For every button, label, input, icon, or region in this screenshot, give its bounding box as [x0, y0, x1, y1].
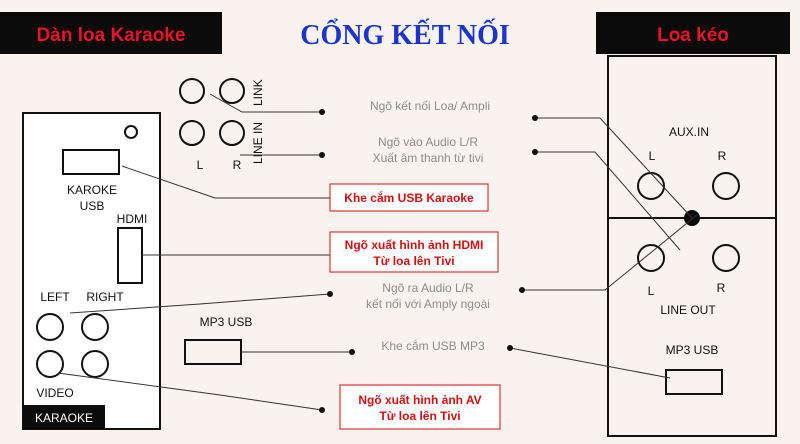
- callout-hdmi-line1: Ngõ xuất hình ảnh HDMI: [345, 238, 484, 252]
- line-link: [209, 93, 322, 113]
- callout-av-line1: Ngõ xuất hình ảnh AV: [358, 393, 481, 407]
- indicator-led: [124, 125, 138, 139]
- line-out-left-jack[interactable]: [637, 244, 665, 272]
- connector-dots: [319, 109, 538, 413]
- line-out-r-label: R: [717, 281, 726, 295]
- line-usb-karaoke: [121, 165, 330, 199]
- mp3-usb-left-port[interactable]: [184, 339, 242, 365]
- line-in-label: LINE IN: [251, 122, 265, 164]
- dot-mp3-left: [349, 349, 355, 355]
- speaker-panel: [607, 55, 777, 437]
- callout-usb-karaoke: Khe cắm USB Karaoke: [344, 190, 474, 205]
- left-title-bar: [0, 12, 222, 54]
- mp3-usb-right-label: MP3 USB: [666, 343, 719, 357]
- center-title: CỔNG KẾT NỐI: [300, 19, 510, 51]
- line-out-right-jack[interactable]: [712, 244, 740, 272]
- aux-in-right-jack[interactable]: [712, 172, 740, 200]
- line-in-r-label: R: [233, 158, 242, 172]
- audio-right-jack[interactable]: [81, 313, 109, 341]
- line-in-jack-right[interactable]: [219, 120, 245, 146]
- right-title-bar: [596, 12, 790, 54]
- callout-audio-out-line2: kết nối với Amply ngoài: [366, 297, 490, 311]
- aux-in-label: AUX.IN: [669, 125, 709, 139]
- line-av: [57, 372, 323, 411]
- karaoke-usb-label-line1: KAROKE: [67, 183, 117, 197]
- dot-av: [319, 407, 325, 413]
- mp3-usb-right-port[interactable]: [665, 369, 723, 395]
- callout-loa-ampli: Ngõ kết nối Loa/ Ampli: [370, 99, 490, 113]
- link-label: LINK: [251, 79, 265, 106]
- callout-audio-in-line1: Ngõ vào Audio L/R: [378, 135, 478, 149]
- dot-link: [319, 109, 325, 115]
- karaoke-usb-label-line2: USB: [80, 199, 105, 213]
- line-in-jack-left[interactable]: [179, 120, 205, 146]
- video-label: VIDEO: [36, 386, 73, 400]
- dot-aux-in-loa: [532, 115, 538, 121]
- line-out-l-label: L: [648, 284, 655, 298]
- line-in-l-label: L: [197, 158, 204, 172]
- line-audio-out: [69, 293, 331, 314]
- aux-r-label: R: [718, 149, 727, 163]
- callout-hdmi-line2: Từ loa lên Tivi: [373, 254, 454, 268]
- callout-hdmi-box: [329, 231, 499, 273]
- callout-audio-in-line2: Xuất âm thanh từ tivi: [373, 151, 484, 165]
- audio-left-jack[interactable]: [36, 313, 64, 341]
- callout-audio-out-line1: Ngõ ra Audio L/R: [382, 281, 474, 295]
- dot-line-in: [319, 152, 325, 158]
- connector-lines: [57, 93, 698, 411]
- karaoke-brand-bar: [23, 405, 105, 429]
- karaoke-usb-port[interactable]: [62, 149, 120, 175]
- right-label: RIGHT: [86, 290, 124, 304]
- line-aux-in-loa: [535, 117, 693, 219]
- link-jack-left[interactable]: [179, 78, 205, 104]
- mp3-usb-left-label: MP3 USB: [200, 315, 253, 329]
- callout-usb-karaoke-box: [329, 183, 489, 212]
- right-title: Loa kéo: [657, 25, 729, 46]
- extra-jack[interactable]: [81, 350, 109, 378]
- link-jack-right[interactable]: [219, 78, 245, 104]
- dot-aux-in-tv: [532, 149, 538, 155]
- left-title: Dàn loa Karaoke: [37, 25, 186, 46]
- karaoke-unit-panel: [22, 112, 161, 430]
- line-aux-in-tv: [535, 151, 681, 251]
- hdmi-label: HDMI: [117, 212, 148, 226]
- callout-av-line2: Từ loa lên Tivi: [379, 409, 460, 423]
- callout-av-box: [339, 384, 501, 430]
- line-mp3-right: [509, 347, 671, 379]
- aux-in-left-jack[interactable]: [637, 172, 665, 200]
- line-out-label: LINE OUT: [660, 303, 716, 317]
- aux-l-label: L: [649, 149, 656, 163]
- dot-mp3-right: [507, 345, 513, 351]
- line-line-out: [522, 214, 698, 291]
- video-jack[interactable]: [36, 350, 64, 378]
- callout-usb-mp3: Khe cắm USB MP3: [381, 338, 485, 353]
- left-label: LEFT: [40, 290, 70, 304]
- dot-line-out: [519, 287, 525, 293]
- dot-audio-out: [327, 291, 333, 297]
- karaoke-brand-label: KARAOKE: [35, 411, 93, 425]
